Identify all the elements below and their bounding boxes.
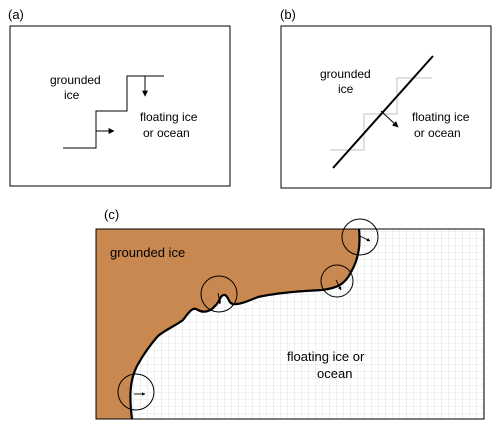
panel-c-circle-right	[320, 264, 354, 298]
panel-b-normal-arrow	[380, 110, 399, 128]
panel-a-staircase-grounding-line	[63, 75, 164, 149]
panel-b-letter: (b)	[280, 7, 296, 22]
panel-c-circle-top-right	[341, 218, 379, 256]
panel-c-floating-label-line2: ocean	[317, 366, 352, 381]
panel-b-frame	[280, 25, 492, 189]
panel-a: (a) grounded ice floating ice or ocean	[8, 7, 231, 187]
panel-c-arrow-top-right	[359, 235, 371, 242]
panel-a-floating-label-line2: or ocean	[143, 126, 190, 140]
panel-c-arrow-right	[335, 279, 342, 291]
panel-a-letter: (a)	[8, 7, 24, 22]
panel-a-grounded-label-line1: grounded	[50, 73, 101, 87]
panel-a-floating-label-line1: floating ice	[140, 110, 198, 124]
panel-c-grounding-line	[129, 228, 361, 420]
panel-b-grounded-label-line2: ice	[338, 82, 354, 96]
panel-c-circle-bottom-left	[117, 373, 155, 411]
panel-c: (c) grounded ice floating ice or ocean	[95, 207, 485, 420]
panel-b: (b) grounded ice floating ice or ocean	[280, 7, 492, 189]
panel-a-frame	[9, 25, 231, 187]
panel-b-floating-label-line2: or ocean	[414, 126, 461, 140]
panel-c-letter: (c)	[104, 207, 119, 222]
panel-b-floating-label-line1: floating ice	[412, 110, 470, 124]
panel-c-grounded-label: grounded ice	[110, 245, 185, 260]
panel-c-arrow-middle	[217, 292, 222, 305]
panel-b-true-grounding-line	[332, 55, 434, 169]
panel-a-grounded-label-line2: ice	[64, 88, 80, 102]
panel-c-circle-middle	[200, 275, 238, 313]
panel-c-grounded-ice-region	[96, 229, 360, 419]
panel-c-floating-label-line1: floating ice or	[287, 349, 365, 364]
panel-b-grounded-label-line1: grounded	[320, 67, 371, 81]
panel-c-frame	[95, 228, 485, 420]
